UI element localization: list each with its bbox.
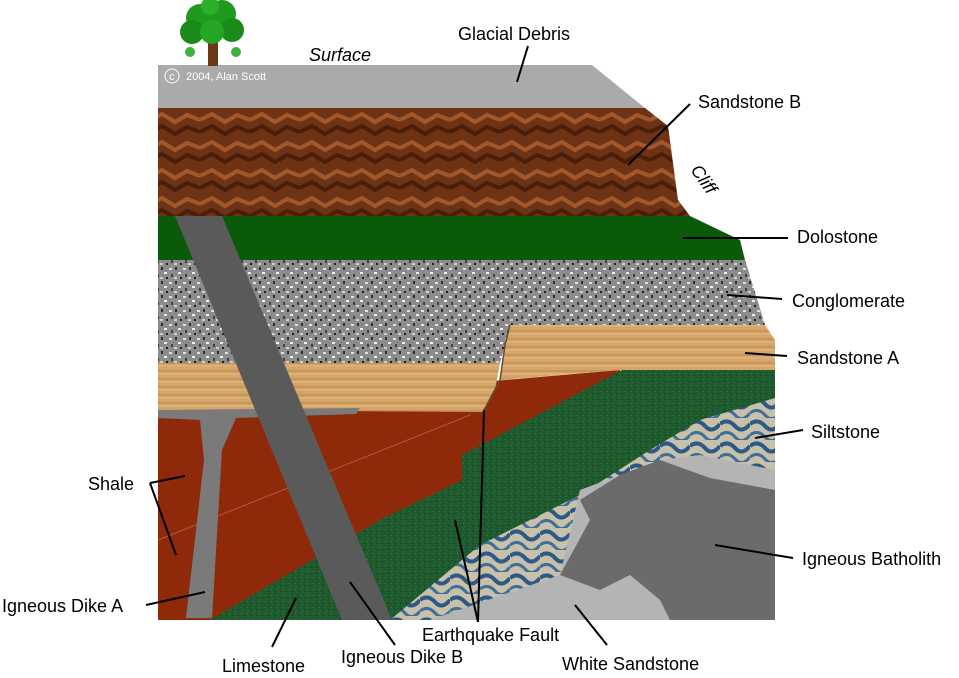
leader-sandstone-a <box>744 352 788 357</box>
leader-igneous-dike-b <box>349 581 396 646</box>
label-shale: Shale <box>88 474 134 494</box>
leader-conglomerate <box>726 294 783 300</box>
leader-lines <box>145 45 804 648</box>
label-white-sandstone: White Sandstone <box>562 654 699 674</box>
leader-fault-2 <box>454 519 479 623</box>
dolostone-layer <box>158 216 745 260</box>
sandstone-a-left <box>158 363 500 412</box>
tree-icon <box>180 0 244 66</box>
label-igneous-dike-a: Igneous Dike A <box>2 596 123 616</box>
conglomerate-layer <box>158 260 765 363</box>
leader-sandstone-b <box>627 103 691 166</box>
label-surface: Surface <box>309 45 371 65</box>
label-limestone: Limestone <box>222 656 305 676</box>
leader-fault-1 <box>477 409 485 623</box>
label-sandstone-a: Sandstone A <box>797 348 899 368</box>
leader-shale-2 <box>149 482 177 556</box>
leader-igneous-dike-a <box>145 591 206 606</box>
label-earthquake-fault: Earthquake Fault <box>422 625 559 645</box>
rock-layers <box>157 65 775 620</box>
igneous-batholith <box>560 460 775 620</box>
leader-igneous-batholith <box>714 544 794 559</box>
label-conglomerate: Conglomerate <box>792 291 905 311</box>
igneous-dike-b <box>175 216 392 620</box>
label-cliff: Cliff <box>687 161 722 200</box>
leader-glacial-debris <box>516 45 529 83</box>
leader-limestone <box>271 597 297 648</box>
sandstone-b-layer <box>158 108 690 216</box>
glacial-debris-layer <box>158 65 645 108</box>
sandstone-a-right <box>500 325 775 380</box>
leader-siltstone <box>754 429 804 439</box>
igneous-dike-a <box>158 408 360 618</box>
leader-white-sandstone <box>574 604 608 646</box>
labels: Surface Glacial Debris Sandstone B Cliff… <box>2 24 941 676</box>
label-sandstone-b: Sandstone B <box>698 92 801 112</box>
copyright-notice: c 2004, Alan Scott <box>164 68 266 84</box>
label-dolostone: Dolostone <box>797 227 878 247</box>
copyright-symbol: c <box>169 71 175 83</box>
label-igneous-dike-b: Igneous Dike B <box>341 647 463 667</box>
label-igneous-batholith: Igneous Batholith <box>802 549 941 569</box>
copyright-text: 2004, Alan Scott <box>186 71 266 83</box>
label-siltstone: Siltstone <box>811 422 880 442</box>
leader-shale-1 <box>149 475 186 484</box>
earthquake-fault-trace <box>482 324 511 413</box>
label-glacial-debris: Glacial Debris <box>458 24 570 44</box>
